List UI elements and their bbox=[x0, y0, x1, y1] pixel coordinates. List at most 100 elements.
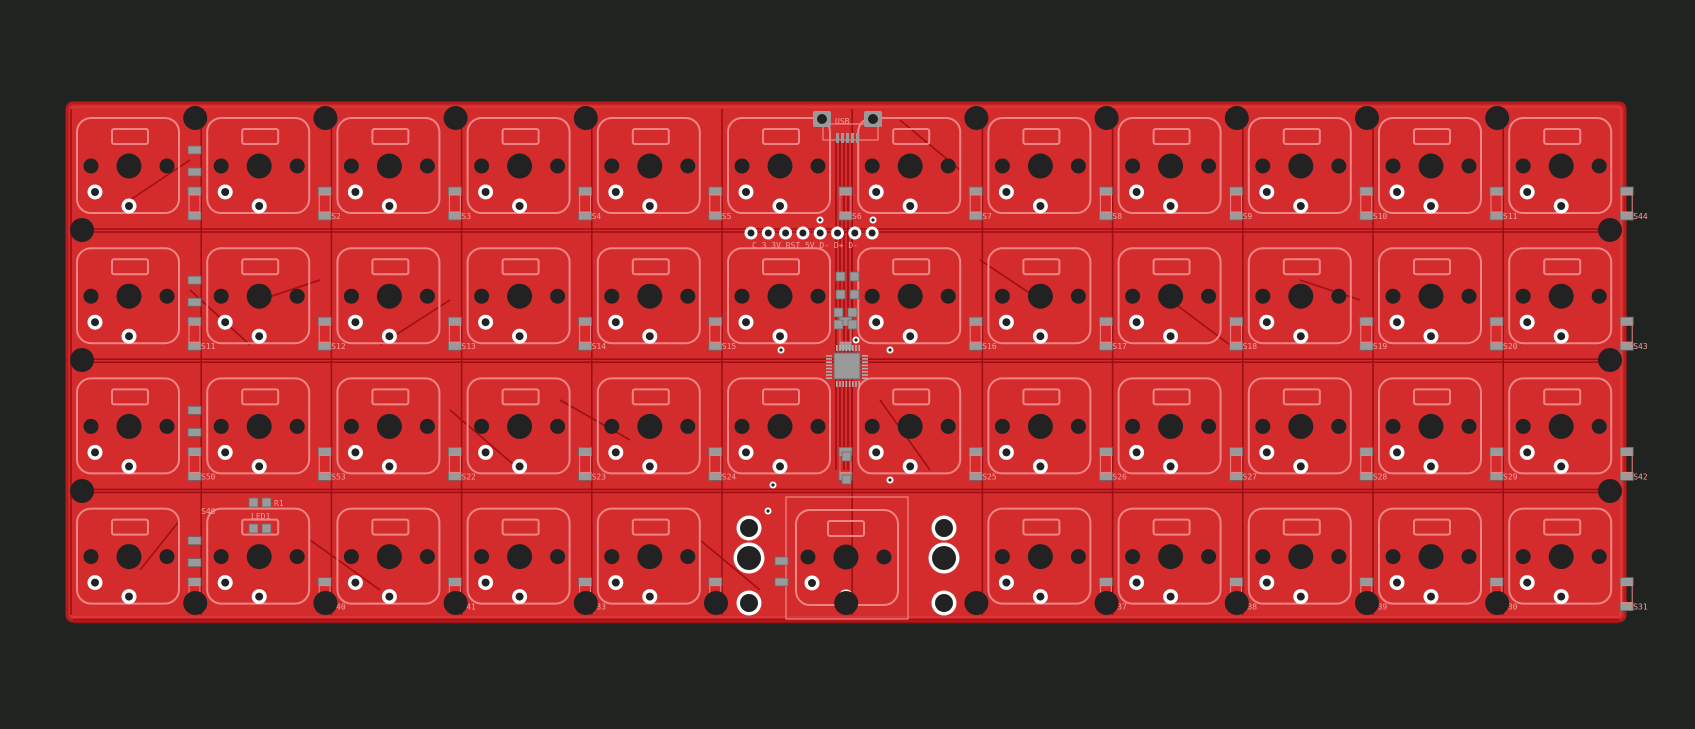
key-switch[interactable]: S9 bbox=[1117, 117, 1253, 221]
key-switch[interactable]: S6 bbox=[727, 117, 862, 221]
key-switch[interactable]: S13 bbox=[336, 247, 476, 351]
key-switch[interactable]: S3 bbox=[336, 117, 471, 221]
switch-peg-hole bbox=[994, 288, 1010, 304]
key-switch[interactable]: S50 bbox=[76, 377, 216, 481]
key-switch[interactable]: S18 bbox=[1117, 247, 1258, 351]
switch-pin-hole bbox=[1557, 202, 1566, 210]
mcu-pin bbox=[826, 358, 832, 360]
key-switch[interactable]: S11 bbox=[76, 247, 216, 351]
diode-body bbox=[1620, 324, 1633, 343]
diode-body bbox=[1490, 194, 1503, 213]
usb-connector[interactable]: USB bbox=[813, 111, 882, 143]
key-switch[interactable]: S27 bbox=[1117, 377, 1258, 481]
key-switch[interactable]: S28 bbox=[1247, 377, 1388, 481]
programming-header[interactable]: C 3 3V RST 5V D- D+ D- bbox=[744, 226, 879, 251]
key-switch[interactable]: S17 bbox=[987, 247, 1127, 351]
key-switch[interactable]: S20 bbox=[1378, 247, 1518, 351]
mounting-hole bbox=[834, 591, 859, 615]
switch-pin-hole bbox=[221, 578, 230, 587]
key-switch[interactable]: S22 bbox=[336, 377, 476, 481]
diode-pad bbox=[968, 186, 983, 196]
key-switch[interactable]: S12 bbox=[206, 247, 346, 351]
switch-peg-hole bbox=[940, 288, 956, 304]
mcu-pin bbox=[862, 361, 868, 363]
key-switch[interactable]: S4 bbox=[466, 117, 602, 221]
key-switch[interactable]: S42 bbox=[1508, 377, 1648, 481]
key-switch[interactable]: S53 bbox=[206, 377, 346, 481]
key-switch[interactable] bbox=[76, 507, 202, 611]
switch-center-hole bbox=[1288, 544, 1314, 570]
key-switch[interactable]: S8 bbox=[987, 117, 1122, 221]
mcu-pin bbox=[858, 381, 860, 387]
switch-pin-hole bbox=[385, 202, 394, 210]
switch-peg-hole bbox=[680, 418, 696, 434]
key-switch[interactable]: S7 bbox=[857, 117, 992, 221]
switch-peg-hole bbox=[1125, 158, 1141, 174]
key-switch[interactable] bbox=[727, 377, 853, 481]
key-switch[interactable] bbox=[76, 117, 202, 221]
key-switch[interactable]: S24 bbox=[596, 377, 737, 481]
mcu-pin bbox=[852, 381, 854, 387]
key-switch[interactable]: S43 bbox=[1508, 247, 1648, 351]
key-switch[interactable]: S19 bbox=[1247, 247, 1388, 351]
key-switch[interactable]: S5 bbox=[596, 117, 732, 221]
switch-pin-hole bbox=[1427, 202, 1435, 210]
switch-pin-hole bbox=[515, 332, 524, 341]
key-switch[interactable]: S25 bbox=[857, 377, 997, 481]
key-switch[interactable] bbox=[727, 247, 853, 351]
switch-center-hole bbox=[1158, 283, 1184, 309]
switch-pin-hole bbox=[1036, 332, 1045, 341]
switch-led-window bbox=[1543, 388, 1582, 406]
diode-pad bbox=[1099, 211, 1113, 221]
switch-peg-hole bbox=[810, 418, 826, 434]
switch-center-hole bbox=[1418, 283, 1444, 309]
key-switch[interactable]: S23 bbox=[466, 377, 607, 481]
diode-pad bbox=[447, 341, 462, 351]
switch-reference: S2 bbox=[331, 212, 341, 221]
switch-pin-hole bbox=[742, 318, 750, 327]
switch-peg-hole bbox=[680, 288, 696, 304]
switch-led-window bbox=[631, 258, 670, 276]
key-switch[interactable]: S31 bbox=[1508, 507, 1648, 612]
diode-pad bbox=[187, 536, 202, 545]
switch-led-window bbox=[762, 388, 800, 406]
switch-peg-hole bbox=[419, 288, 435, 304]
diode-body bbox=[1099, 194, 1112, 213]
mcu-pin bbox=[839, 381, 841, 387]
switch-peg-hole bbox=[550, 288, 566, 304]
switch-reference: S17 bbox=[1112, 342, 1127, 351]
stabilizer-hole bbox=[935, 519, 953, 537]
diode-pad bbox=[968, 471, 983, 481]
key-switch[interactable]: S15 bbox=[596, 247, 737, 351]
key-switch[interactable]: S29 bbox=[1378, 377, 1518, 481]
diode-pad bbox=[187, 471, 202, 481]
key-switch[interactable]: S10 bbox=[1247, 117, 1388, 221]
diode-pad bbox=[1359, 446, 1374, 456]
mcu-pin bbox=[842, 345, 844, 351]
switch-pin-hole bbox=[1262, 318, 1271, 327]
key-switch[interactable]: S11 bbox=[1378, 117, 1518, 221]
switch-led-window bbox=[1282, 518, 1321, 536]
stabilizer-hole bbox=[935, 594, 953, 612]
diode-body bbox=[579, 324, 592, 343]
key-switch[interactable]: S26 bbox=[987, 377, 1127, 481]
switch-center-hole bbox=[767, 283, 793, 309]
mcu-pin bbox=[826, 364, 832, 367]
switch-peg-hole bbox=[1385, 158, 1401, 174]
diode-pad bbox=[187, 446, 202, 456]
diode-pad bbox=[708, 446, 723, 456]
switch-pin-hole bbox=[742, 188, 750, 196]
switch-pin-hole bbox=[776, 202, 784, 210]
switch-reference: S20 bbox=[1503, 342, 1518, 351]
switch-peg-hole bbox=[734, 288, 750, 304]
switch-center-hole bbox=[246, 413, 272, 439]
key-switch[interactable]: S14 bbox=[466, 247, 607, 351]
switch-pin-hole bbox=[1132, 188, 1141, 196]
switch-pin-hole bbox=[1427, 592, 1435, 601]
key-switch[interactable]: S44 bbox=[1508, 117, 1648, 221]
switch-pin-hole bbox=[1523, 188, 1532, 196]
switch-peg-hole bbox=[810, 288, 826, 304]
key-switch[interactable]: S39 bbox=[1247, 507, 1388, 612]
key-switch[interactable]: S2 bbox=[206, 117, 341, 221]
switch-pin-hole bbox=[776, 332, 784, 341]
